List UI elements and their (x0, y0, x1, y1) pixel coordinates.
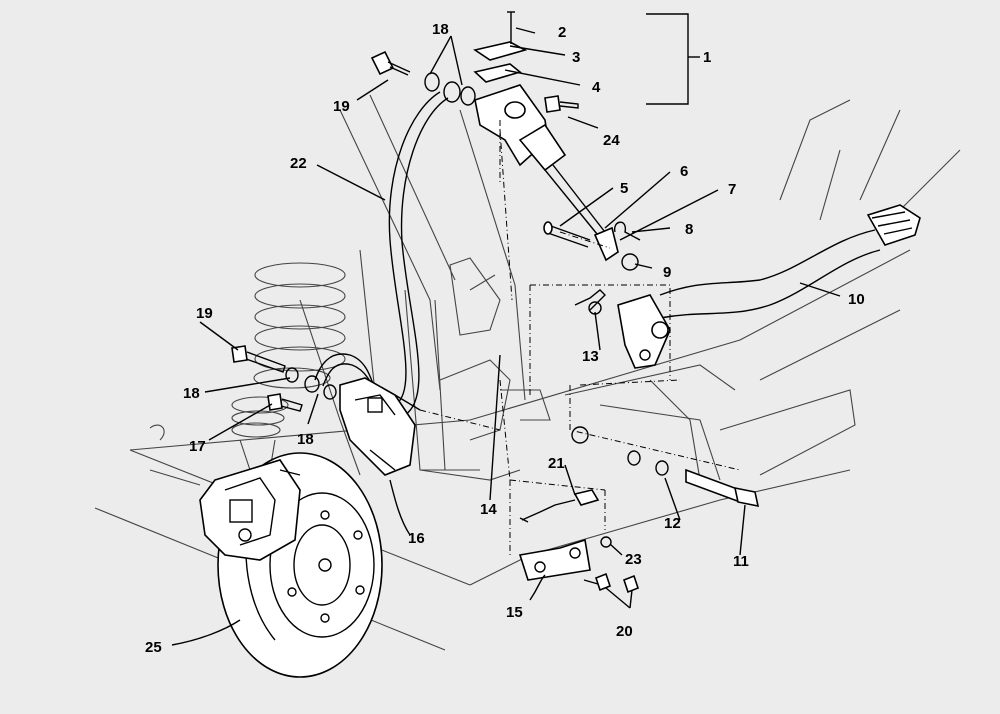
callout-2: 2 (558, 24, 566, 41)
banjo-bolt-top (370, 50, 411, 76)
callout-14: 14 (480, 501, 497, 518)
callout-22: 22 (290, 155, 307, 172)
frame-outline (94, 94, 961, 651)
callout-1: 1 (703, 49, 711, 66)
coil-spring (253, 262, 346, 389)
bolts-20 (583, 572, 639, 594)
callout-11: 11 (733, 553, 749, 570)
bolt-24 (544, 95, 579, 113)
callout-15: 15 (506, 604, 523, 621)
callout-19-top: 19 (333, 98, 350, 115)
callout-10: 10 (848, 291, 865, 308)
callout-3: 3 (572, 49, 580, 66)
bolt-17 (267, 393, 303, 412)
brake-light-switch (519, 489, 600, 523)
washers-top (424, 72, 476, 106)
callout-23: 23 (625, 551, 642, 568)
callout-9: 9 (663, 264, 671, 281)
brake-hose (314, 91, 449, 418)
callout-labels: 1 2 3 4 5 6 7 8 9 10 11 12 13 14 15 16 1… (145, 21, 865, 656)
dust-boot (231, 396, 289, 471)
callout-21: 21 (548, 455, 565, 472)
callout-24: 24 (603, 132, 620, 149)
callout-8: 8 (685, 221, 693, 238)
brake-pedal (574, 204, 921, 369)
callout-18-top: 18 (432, 21, 449, 38)
callout-20: 20 (616, 623, 633, 640)
pivot-bolt (571, 426, 760, 508)
callout-18-lower: 18 (297, 431, 314, 448)
mount-bracket (339, 377, 421, 476)
leader-lines (171, 13, 841, 646)
callout-18-left: 18 (183, 385, 200, 402)
callout-5: 5 (620, 180, 628, 197)
switch-bracket (518, 536, 612, 581)
callout-13: 13 (582, 348, 599, 365)
callout-7: 7 (728, 181, 736, 198)
callout-25: 25 (145, 639, 162, 656)
callout-17: 17 (189, 438, 206, 455)
callout-4: 4 (592, 79, 601, 96)
master-cylinder (473, 11, 619, 262)
clevis-pin (543, 221, 641, 271)
brake-caliper (199, 459, 301, 561)
callout-12: 12 (664, 515, 681, 532)
callout-16: 16 (408, 530, 425, 547)
callout-6: 6 (680, 163, 688, 180)
assembly-guide-lines (419, 120, 741, 555)
washers-lower (285, 367, 337, 400)
bolt-19-lower (231, 345, 286, 373)
callout-19-left: 19 (196, 305, 213, 322)
